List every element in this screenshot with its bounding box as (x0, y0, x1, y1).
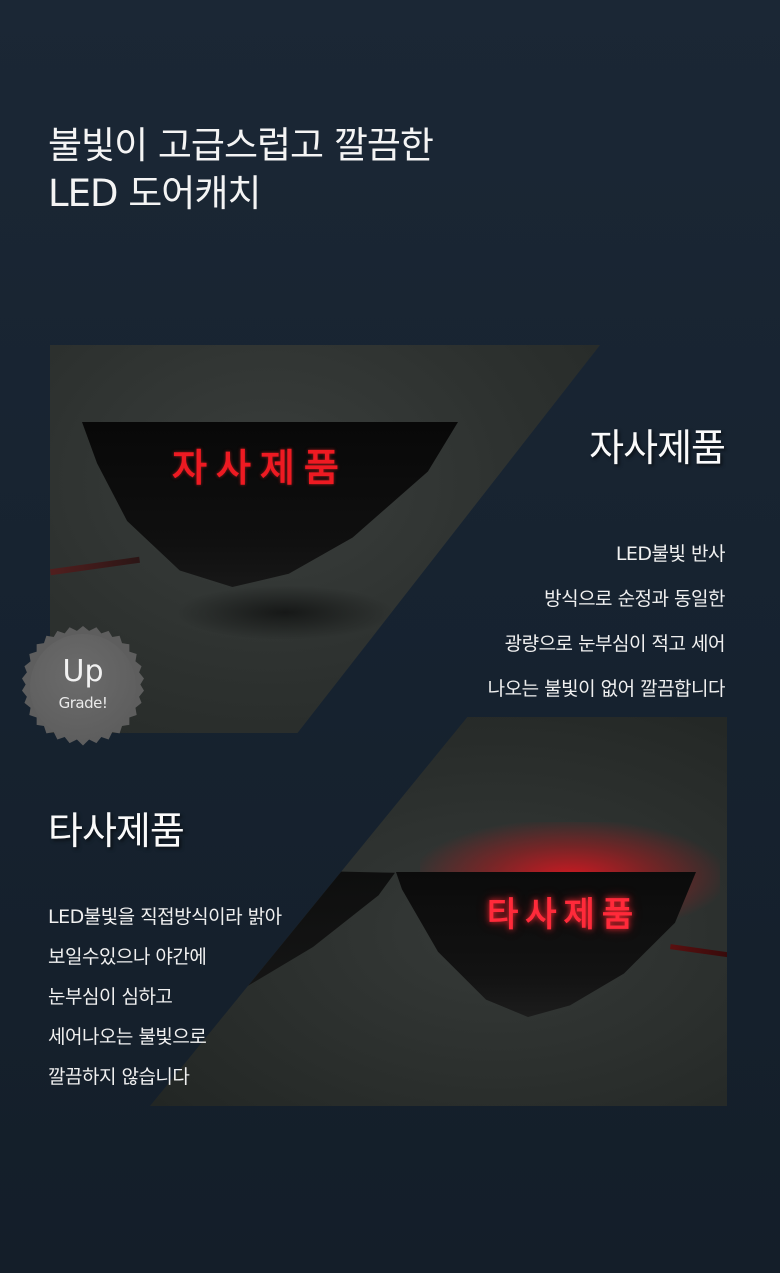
headline-line-2: LED 도어캐치 (48, 172, 261, 215)
other-desc-line: LED불빛을 직접방식이라 밝아 (48, 906, 282, 928)
our-product-title: 자사제품 (589, 426, 726, 470)
upgrade-badge: Up Grade! (22, 626, 144, 746)
other-desc-line: 눈부심이 심하고 (48, 986, 173, 1008)
our-desc-line: 광량으로 눈부심이 적고 세어 (504, 633, 726, 655)
lamp-wire (50, 556, 140, 576)
badge-up-text: Up (62, 654, 104, 689)
badge-grade-text: Grade! (58, 694, 108, 712)
other-desc-line: 깔끔하지 않습니다 (48, 1066, 190, 1088)
lamp-wire (669, 944, 727, 959)
our-lamp-label: 자사제품 (172, 446, 348, 490)
other-product-title: 타사제품 (48, 809, 185, 853)
other-desc-line: 보일수있으나 야간에 (48, 946, 207, 968)
other-desc-line: 세어나오는 불빛으로 (48, 1026, 207, 1048)
badge-inner-circle (30, 634, 136, 740)
lamp-shadow (175, 585, 395, 640)
other-lamp-label: 타사제품 (487, 895, 641, 935)
other-product-description: LED불빛을 직접방식이라 밝아 보일수있으나 야간에 눈부심이 심하고 세어나… (48, 897, 348, 1097)
our-product-description: LED불빛 반사 방식으로 순정과 동일한 광량으로 눈부심이 적고 세어 나오… (395, 532, 726, 712)
headline: 불빛이 고급스럽고 깔끔한 LED 도어캐치 (48, 122, 434, 218)
our-desc-line: 나오는 불빛이 없어 깔끔합니다 (487, 678, 726, 700)
our-desc-line: 방식으로 순정과 동일한 (544, 588, 725, 610)
headline-line-1: 불빛이 고급스럽고 깔끔한 (48, 124, 434, 167)
our-desc-line: LED불빛 반사 (615, 543, 726, 565)
